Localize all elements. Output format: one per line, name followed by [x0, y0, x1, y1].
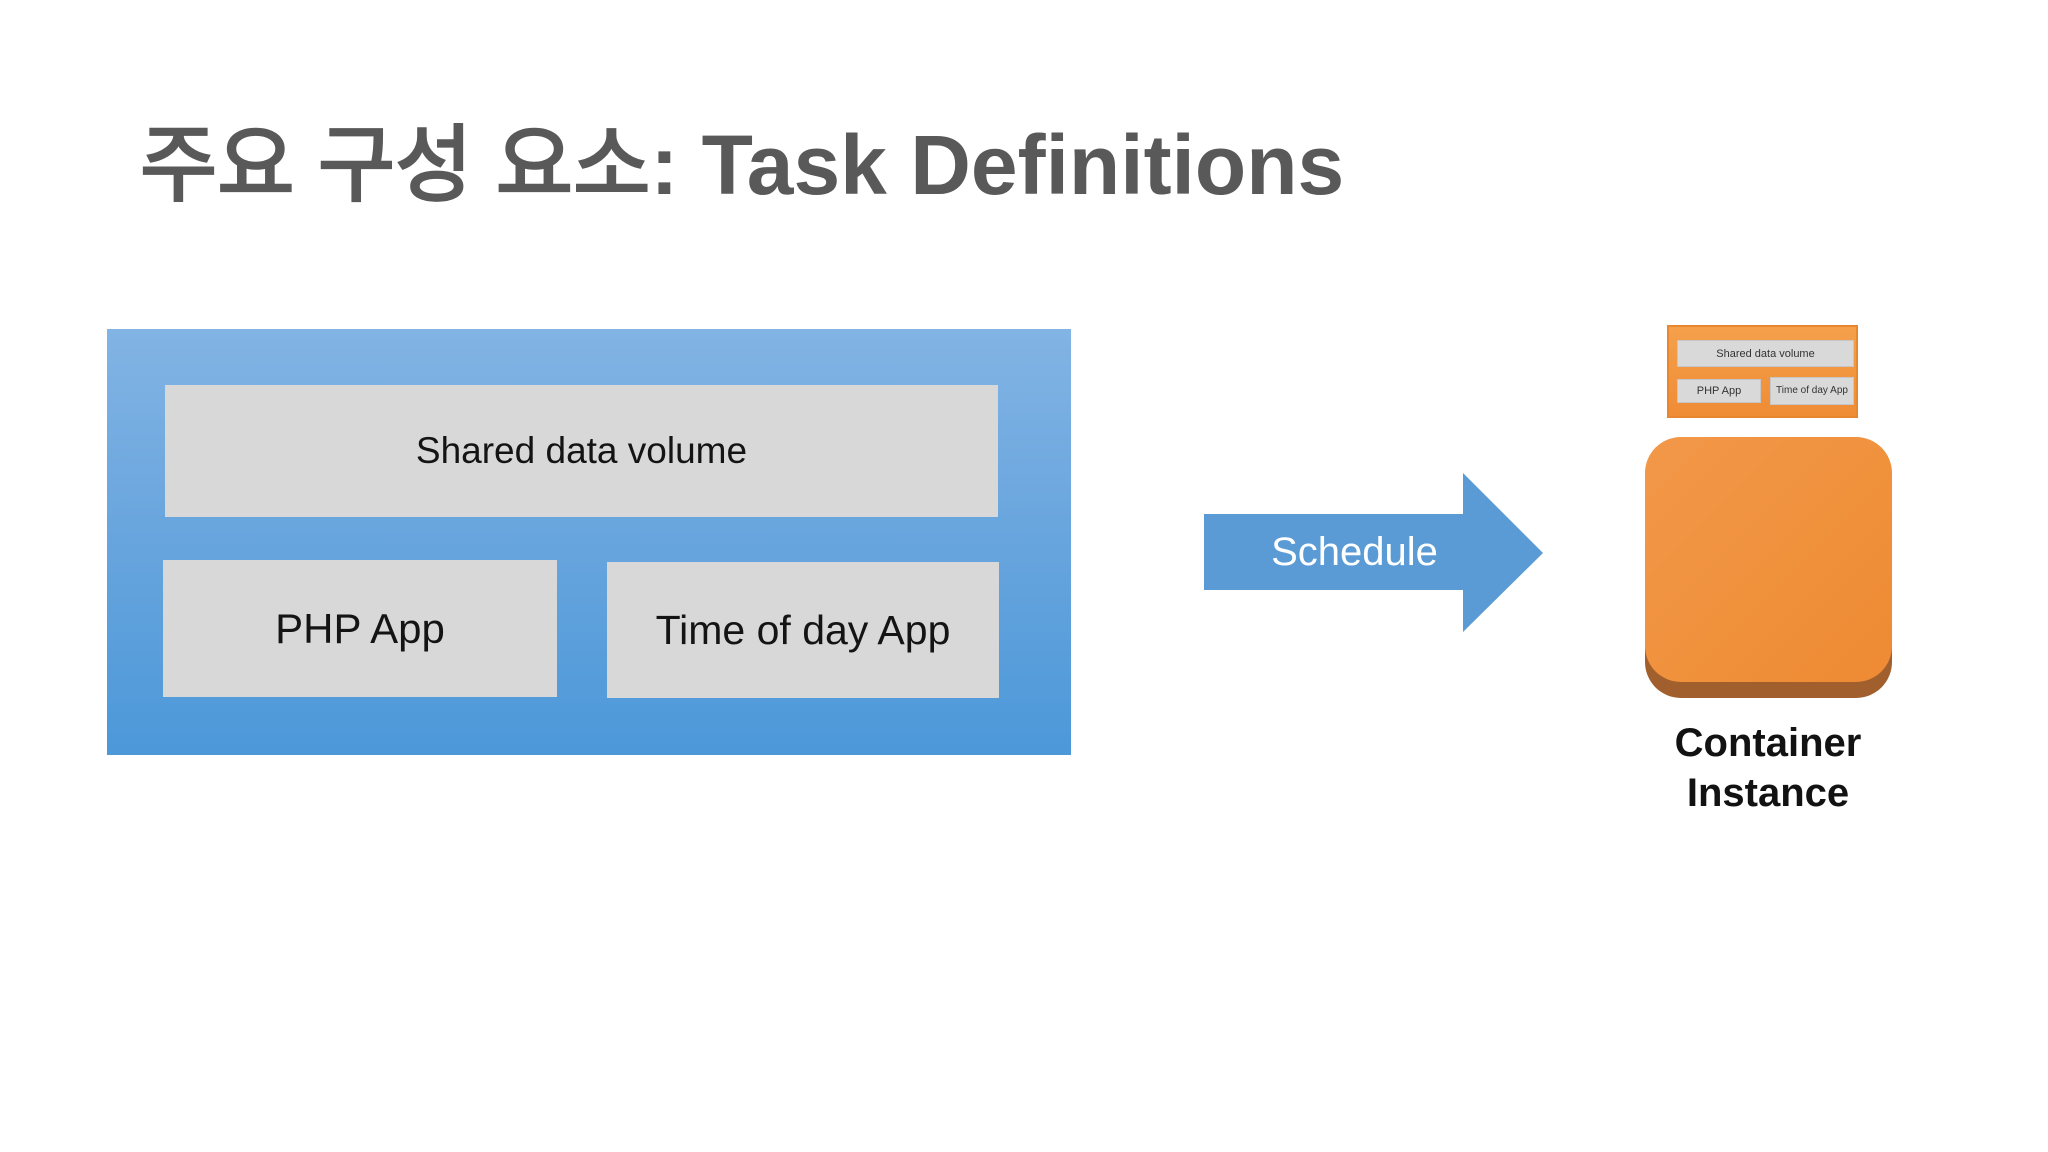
shared-data-volume-label: Shared data volume [415, 430, 748, 471]
php-app-label: PHP App [275, 604, 445, 652]
mini-shared-data-volume-label: Shared data volume [1716, 347, 1815, 360]
mini-task-definition-box: Shared data volume PHP App Time of day A… [1667, 325, 1858, 418]
container-instance-shape [1645, 437, 1892, 682]
right-arrow-icon [1204, 473, 1543, 632]
mini-php-app-box: PHP App [1677, 379, 1761, 403]
time-of-day-app-box: Time of day App [607, 562, 999, 698]
shared-data-volume-box: Shared data volume [165, 385, 998, 517]
schedule-label: Schedule [1271, 529, 1438, 574]
php-app-box: PHP App [163, 560, 557, 697]
container-instance-label-line2: Instance [1686, 771, 1850, 815]
container-instance-label-line1: Container [1674, 721, 1862, 765]
container-instance-label: Container Instance [1618, 718, 1918, 818]
schedule-arrow: Schedule [1204, 473, 1543, 632]
mini-shared-data-volume-box: Shared data volume [1677, 340, 1854, 367]
mini-php-app-label: PHP App [1696, 385, 1742, 397]
mini-time-of-day-app-label: Time of day App [1776, 385, 1848, 396]
slide-title: 주요 구성 요소: Task Definitions [140, 118, 1345, 212]
task-definition-box: Shared data volume PHP App Time of day A… [107, 329, 1071, 755]
mini-time-of-day-app-box: Time of day App [1770, 377, 1854, 405]
time-of-day-app-label: Time of day App [655, 606, 951, 653]
